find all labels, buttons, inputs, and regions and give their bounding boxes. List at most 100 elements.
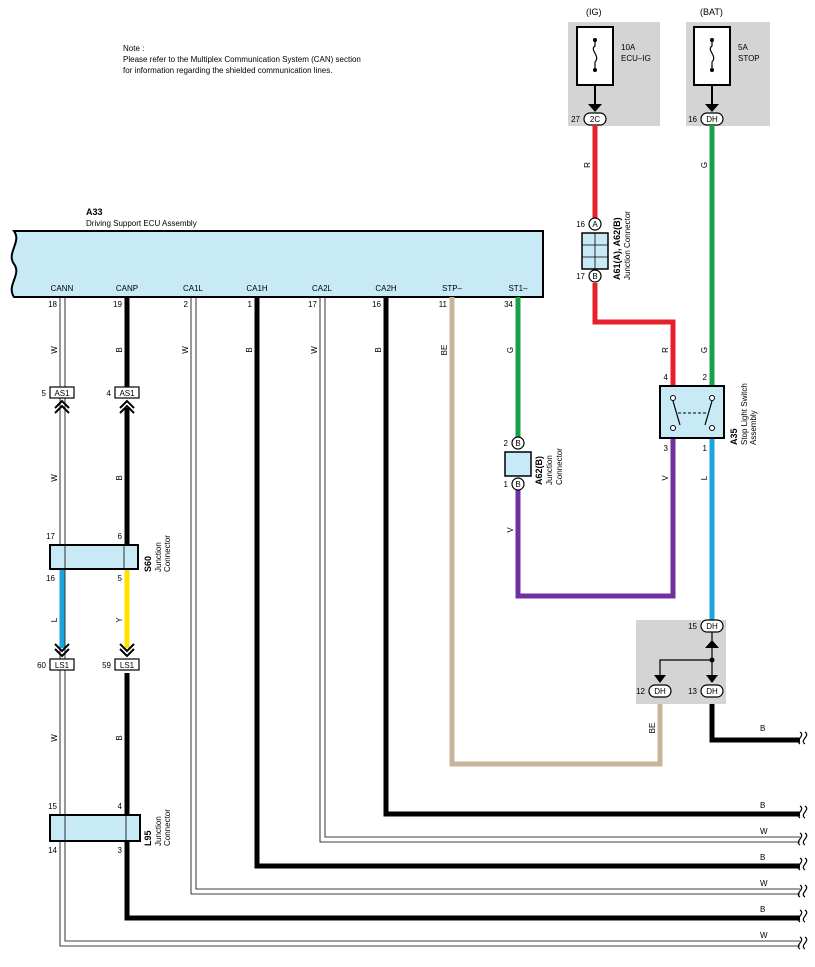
connector-ls1: LS1 60 LS1 59 xyxy=(37,643,140,671)
connector-dh-top-label: DH xyxy=(706,115,718,124)
label-g-bat: G xyxy=(700,162,709,168)
a62-pin-bottom: 1 xyxy=(504,480,509,489)
fuse-ig-supply: (IG) xyxy=(586,7,602,17)
a35-line-1: Stop Light Switch xyxy=(740,383,749,445)
a61-code: A61(A), A62(B) xyxy=(612,217,622,280)
fuse-ig-rating: 10A xyxy=(621,43,636,52)
a62-tag-top: B xyxy=(515,439,520,448)
connector-dh-top-pin: 16 xyxy=(688,115,697,124)
switch-contact-2-icon xyxy=(704,400,713,426)
ecu-a33: A33 Driving Support ECU Assembly CANN CA… xyxy=(10,207,544,309)
dh-arrow-down-1-icon xyxy=(654,675,666,683)
s60-code: S60 xyxy=(143,556,153,572)
fuse-bat-body xyxy=(693,26,731,86)
ecu-terminal-ca1l: CA1L xyxy=(183,284,204,293)
as1-left-arrow-icon xyxy=(54,399,70,414)
label-v-a35: V xyxy=(661,475,670,481)
l95-line-2: Connector xyxy=(163,809,172,846)
l95-pin-4: 4 xyxy=(118,802,123,811)
a61-label: Junction Connector xyxy=(623,211,632,280)
dh-in-label: DH xyxy=(706,622,718,631)
switch-a35: 4 2 3 1 A35 Stop Light Switch Assembly xyxy=(659,373,758,453)
junction-l95: 15 4 14 3 L95 Junction Connector xyxy=(48,802,172,855)
wire-ca1l xyxy=(190,297,800,895)
ecu-terminal-cann: CANN xyxy=(51,284,74,293)
a62-line-2: Connector xyxy=(555,448,564,485)
ls1-right-arrow-icon xyxy=(119,643,135,658)
ls1-left-arrow-icon xyxy=(54,643,70,658)
label-g-a35: G xyxy=(700,347,709,353)
label-b-ls1: B xyxy=(115,735,124,740)
fuse-bat-arrow-icon xyxy=(705,104,719,112)
label-right-w2: W xyxy=(760,879,768,888)
ls1-right-pin: 59 xyxy=(102,661,111,670)
l95-pin-15: 15 xyxy=(48,802,57,811)
as1-right-pin: 4 xyxy=(107,389,112,398)
s60-pin-17: 17 xyxy=(46,532,55,541)
a35-line-2: Assembly xyxy=(749,410,758,445)
fuse-bat-name: STOP xyxy=(738,54,760,63)
ls1-left-pin: 60 xyxy=(37,661,46,670)
wire-dh-out xyxy=(709,698,800,743)
right-wire-labels: B B W B W B W xyxy=(760,724,768,940)
label-w-cann-top: W xyxy=(50,346,59,354)
dh-out2-label: DH xyxy=(706,687,718,696)
fuse-bat: (BAT) 5A STOP DH 16 xyxy=(686,7,770,126)
wire-ca2l xyxy=(319,297,800,843)
dh-arrow-down-2-icon xyxy=(706,675,718,683)
ecu-pin-stp: 11 xyxy=(439,300,448,309)
ecu-terminal-stp: STP– xyxy=(442,284,463,293)
a62-code: A62(B) xyxy=(534,456,544,485)
fuse-bat-icon xyxy=(709,40,715,70)
junction-s60: 17 6 16 5 S60 Junction Connector xyxy=(46,532,172,583)
fuse-bat-supply: (BAT) xyxy=(700,7,723,17)
ecu-terminal-ca1h: CA1H xyxy=(246,284,268,293)
dh-out2-pin: 13 xyxy=(688,687,697,696)
a35-code: A35 xyxy=(729,428,739,445)
label-r-ig: R xyxy=(583,162,592,168)
wire-violet xyxy=(515,438,676,599)
ecu-pin-ca2h: 16 xyxy=(372,300,381,309)
fuse-ig-body xyxy=(576,26,614,86)
l95-code: L95 xyxy=(143,830,153,846)
ecu-terminal-ca2l: CA2L xyxy=(312,284,333,293)
label-b-canp-mid: B xyxy=(115,475,124,480)
label-right-b4: B xyxy=(760,905,765,914)
ecu-name: Driving Support ECU Assembly xyxy=(86,219,197,228)
label-w-cann-mid: W xyxy=(50,474,59,482)
wire-red-a35 xyxy=(592,283,676,386)
label-y-s60: Y xyxy=(115,617,124,623)
note: Note : Please refer to the Multiplex Com… xyxy=(123,44,361,75)
l95-pin-14: 14 xyxy=(48,846,57,855)
label-right-b2: B xyxy=(760,801,765,810)
label-w-ca2l: W xyxy=(310,346,319,354)
a35-pin-4: 4 xyxy=(664,373,669,382)
wire-cann xyxy=(59,297,800,947)
label-v-a62: V xyxy=(506,527,515,533)
label-l-a35: L xyxy=(700,475,709,480)
ecu-pin-cann: 18 xyxy=(48,300,57,309)
ecu-pin-st1: 34 xyxy=(504,300,513,309)
label-r-a61: R xyxy=(661,347,670,353)
switch-contact-1-icon xyxy=(672,400,681,426)
a62-line-1: Junction xyxy=(545,455,554,485)
wire-stp xyxy=(449,297,663,767)
ecu-body xyxy=(10,230,544,298)
a35-pin-2: 2 xyxy=(703,373,708,382)
wire-ca2h xyxy=(383,297,800,817)
label-right-w1: W xyxy=(760,827,768,836)
as1-left-label: AS1 xyxy=(54,389,70,398)
a61-tag-top: A xyxy=(592,220,598,229)
label-b-canp-top: B xyxy=(115,347,124,352)
fuse-bat-rating: 5A xyxy=(738,43,748,52)
ecu-pin-ca1l: 2 xyxy=(184,300,189,309)
vertical-wire-labels: W B W B W B BE G W B L Y W B R G R G V V… xyxy=(50,162,709,742)
junction-a61: A 16 B 17 A61(A), A62(B) Junction Connec… xyxy=(576,211,632,283)
l95-line-1: Junction xyxy=(154,816,163,846)
fuse-ig: (IG) 10A ECU–IG 2C 27 xyxy=(568,7,660,126)
a61-pin-top: 16 xyxy=(576,220,585,229)
fuse-ig-arrow-icon xyxy=(588,104,602,112)
label-b-ca2h: B xyxy=(374,347,383,352)
note-line-2: for information regarding the shielded c… xyxy=(123,66,332,75)
